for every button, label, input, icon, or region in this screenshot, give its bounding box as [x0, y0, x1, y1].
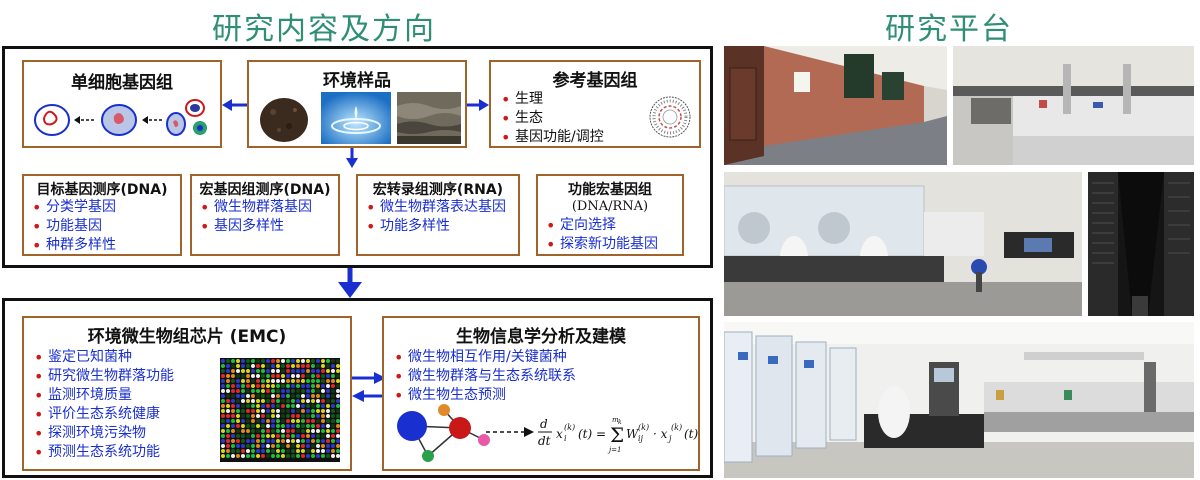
- list-item: 功能多样性: [362, 217, 506, 236]
- list-item: 功能基因: [28, 217, 116, 236]
- lab-benches-photo: [953, 46, 1194, 165]
- bottom-research-panel: 环境微生物组芯片 (EMC) 鉴定已知菌种 研究微生物群落功能 监测环境质量 评…: [2, 298, 713, 478]
- list-item: 分类学基因: [28, 198, 116, 217]
- svg-text:· x: · x: [653, 427, 668, 441]
- single-cell-diagram: [34, 99, 207, 136]
- emc-title: 环境微生物组芯片 (EMC): [87, 327, 287, 347]
- functional-metagenome-list: 定向选择 探索新功能基因: [542, 216, 658, 254]
- svg-text:i: i: [564, 434, 567, 443]
- network-node-pink: [478, 434, 490, 446]
- list-item: 探索新功能基因: [542, 235, 658, 254]
- list-item: 微生物生态预测: [390, 386, 576, 405]
- reference-genome-title: 参考基因组: [552, 71, 638, 91]
- metatranscriptome-sequencing-box: 宏转录组测序(RNA) 微生物群落表达基因 功能多样性: [356, 174, 520, 256]
- target-gene-list: 分类学基因 功能基因 种群多样性: [28, 198, 116, 255]
- bioinformatics-box: 生物信息学分析及建模 微生物相互作用/关键菌种 微生物群落与生态系统联系 微生物…: [382, 316, 700, 471]
- single-cell-genome-title: 单细胞基因组: [71, 73, 173, 93]
- svg-text:k: k: [618, 419, 622, 426]
- metatranscriptome-list: 微生物群落表达基因 功能多样性: [362, 198, 506, 236]
- list-item: 基因功能/调控: [497, 128, 604, 147]
- list-item: 种群多样性: [28, 236, 116, 255]
- reference-genome-list: 生理 生态 基因功能/调控: [497, 90, 604, 147]
- network-node-red: [449, 417, 471, 439]
- svg-text:d: d: [540, 417, 548, 431]
- svg-text:(k): (k): [564, 423, 575, 432]
- functional-metagenome-title: 功能宏基因组: [568, 182, 652, 198]
- list-item: 微生物群落与生态系统联系: [390, 367, 576, 386]
- arrow-samples-to-sequencing: [346, 148, 358, 168]
- arrow-samples-to-single-cell: [222, 99, 250, 111]
- list-item: 生理: [497, 90, 604, 109]
- top-research-panel: 单细胞基因组 环境样品: [2, 46, 713, 268]
- list-item: 基因多样性: [196, 217, 312, 236]
- svg-text:j: j: [667, 434, 672, 443]
- list-item: 鉴定已知菌种: [30, 348, 174, 367]
- list-item: 微生物群落基因: [196, 198, 312, 217]
- metatranscriptome-sequencing-title: 宏转录组测序(RNA): [372, 182, 504, 198]
- svg-text:(t) =: (t) =: [578, 427, 606, 441]
- emc-box: 环境微生物组芯片 (EMC) 鉴定已知菌种 研究微生物群落功能 监测环境质量 评…: [22, 316, 352, 471]
- network-node-blue: [397, 411, 427, 441]
- metagenome-sequencing-box: 宏基因组测序(DNA) 微生物群落基因 基因多样性: [190, 174, 340, 256]
- svg-text:(k): (k): [671, 423, 682, 432]
- server-room-photo: [1088, 172, 1194, 316]
- svg-text:(k): (k): [638, 423, 649, 432]
- svg-text:(t): (t): [684, 427, 698, 441]
- svg-text:dt: dt: [538, 434, 551, 448]
- corridor-photo: [724, 46, 947, 165]
- reference-genome-box: 参考基因组 生理 生态 基因功能/调控: [489, 60, 701, 148]
- list-item: 评价生态系统健康: [30, 405, 174, 424]
- list-item: 定向选择: [542, 216, 658, 235]
- target-gene-sequencing-box: 目标基因测序(DNA) 分类学基因 功能基因 种群多样性: [22, 174, 182, 256]
- soil-sample-image: [260, 98, 308, 142]
- network-node-green: [422, 450, 434, 462]
- dna-loop-icon: [43, 110, 58, 126]
- list-item: 微生物群落表达基因: [362, 198, 506, 217]
- list-item: 生态: [497, 109, 604, 128]
- svg-text:Σ: Σ: [610, 423, 624, 447]
- large-lab-photo: [724, 322, 1194, 478]
- list-item: 探测环境污染物: [30, 424, 174, 443]
- environmental-samples-title: 环境样品: [323, 71, 391, 91]
- emc-list: 鉴定已知菌种 研究微生物群落功能 监测环境质量 评价生态系统健康 探测环境污染物…: [30, 348, 174, 462]
- platform-heading: 研究平台: [885, 12, 1013, 47]
- svg-text:x: x: [556, 427, 563, 441]
- water-sample-image: [321, 92, 391, 144]
- research-heading: 研究内容及方向: [212, 12, 436, 47]
- svg-text:W: W: [626, 427, 640, 441]
- bioinformatics-list: 微生物相互作用/关键菌种 微生物群落与生态系统联系 微生物生态预测: [390, 348, 576, 405]
- arrow-bioinfo-to-emc: [352, 390, 386, 402]
- single-cell-genome-box: 单细胞基因组: [22, 60, 222, 148]
- bioinformatics-title: 生物信息学分析及建模: [456, 327, 626, 347]
- arrow-emc-to-bioinfo: [352, 372, 386, 384]
- metagenome-list: 微生物群落基因 基因多样性: [196, 198, 312, 236]
- functional-metagenome-subtitle: (DNA/RNA): [571, 199, 649, 214]
- environmental-samples-box: 环境样品: [247, 60, 467, 148]
- microarray-chip-image: [220, 358, 340, 462]
- functional-metagenome-box: 功能宏基因组 (DNA/RNA) 定向选择 探索新功能基因: [536, 174, 684, 256]
- svg-text:ij: ij: [638, 434, 644, 443]
- network-node-orange: [438, 404, 450, 416]
- cell-outline-large: [34, 104, 70, 136]
- target-gene-sequencing-title: 目标基因测序(DNA): [36, 182, 168, 198]
- sediment-sample-image: [397, 92, 461, 144]
- circular-genome-map-icon: [649, 96, 691, 138]
- svg-text:j=1: j=1: [607, 446, 622, 454]
- anaerobic-lab-photo: [724, 172, 1082, 316]
- metagenome-sequencing-title: 宏基因组测序(DNA): [199, 182, 331, 198]
- arrow-top-to-bottom: [338, 268, 362, 298]
- svg-text:m: m: [612, 416, 619, 424]
- list-item: 监测环境质量: [30, 386, 174, 405]
- list-item: 研究微生物群落功能: [30, 367, 174, 386]
- list-item: 预测生态系统功能: [30, 443, 174, 462]
- list-item: 微生物相互作用/关键菌种: [390, 348, 576, 367]
- arrow-samples-to-reference: [467, 99, 489, 111]
